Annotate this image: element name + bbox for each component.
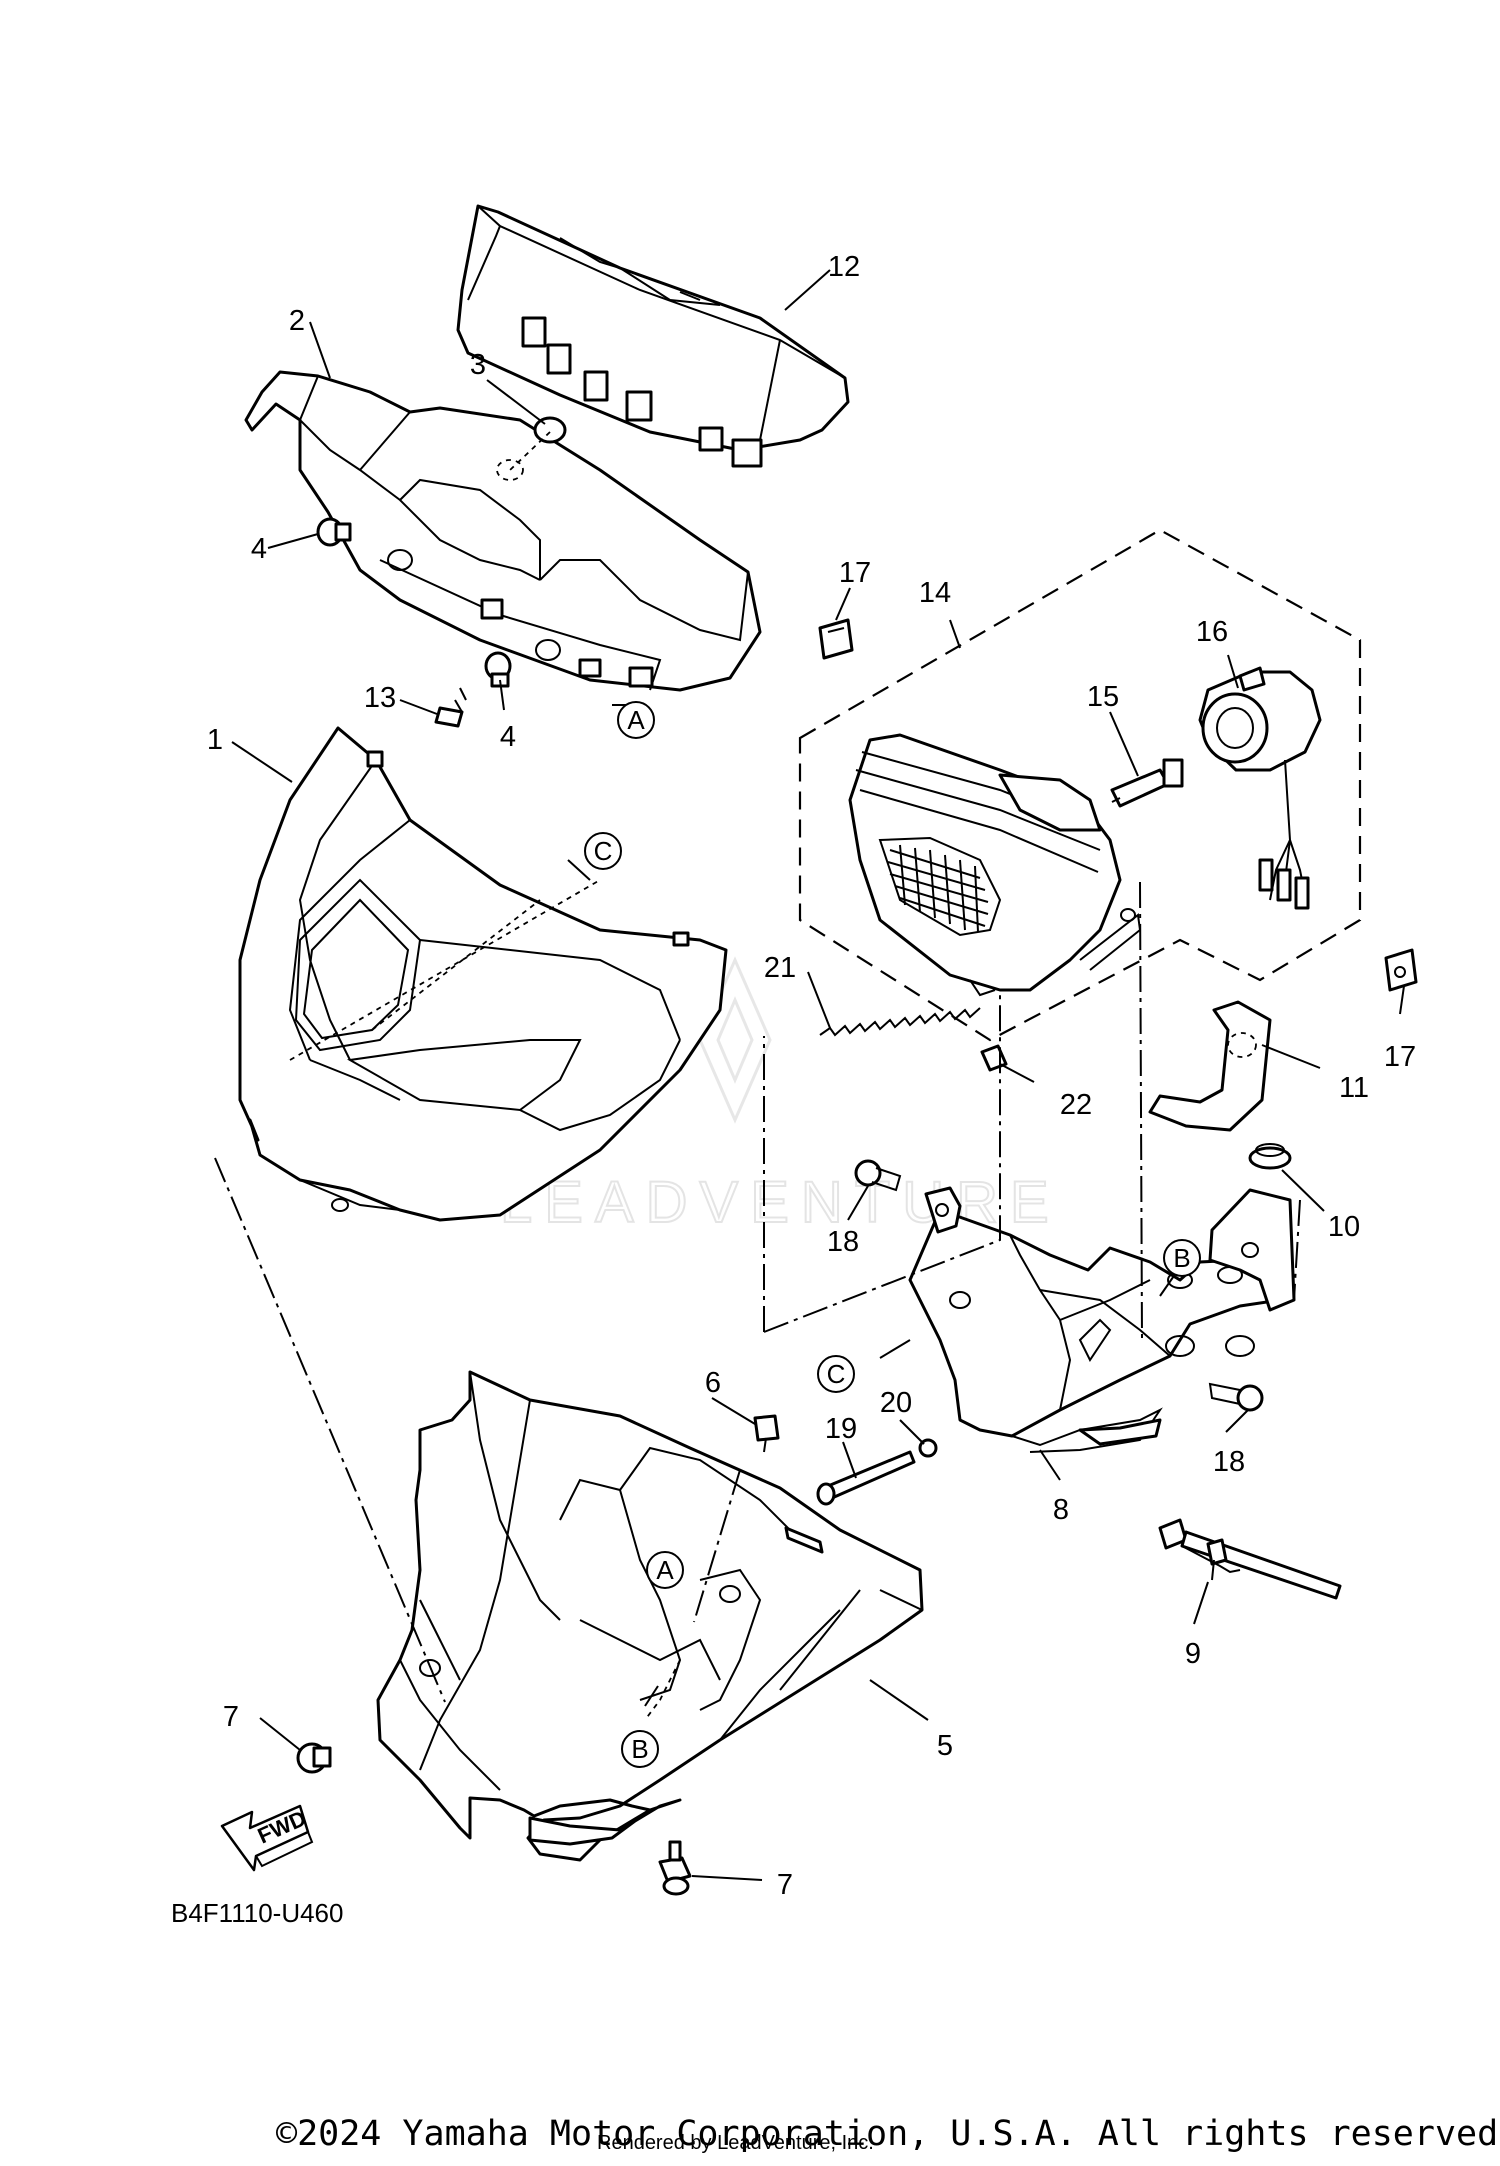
callout-3: 3	[470, 349, 486, 381]
diagram-code: B4F1110-U460	[171, 1898, 344, 1928]
meter-assembly	[456, 204, 850, 468]
callout-10: 10	[1328, 1211, 1360, 1243]
callout-4-lower: 4	[500, 721, 516, 753]
callout-12: 12	[828, 251, 860, 283]
callout-18-lower: 18	[1213, 1446, 1245, 1478]
bolt-part19	[816, 1450, 916, 1506]
callout-17-upper: 17	[839, 557, 871, 589]
callout-20: 20	[880, 1387, 912, 1419]
callout-21: 21	[764, 952, 796, 984]
clip-part17-lower	[1384, 948, 1418, 992]
ref-b-bracket: B	[1173, 1243, 1190, 1273]
screw-part6	[753, 1414, 780, 1453]
ref-c-bracket: C	[827, 1359, 846, 1389]
callout-5: 5	[937, 1730, 953, 1762]
clip-part7-bottom	[658, 1840, 692, 1896]
callout-7-left: 7	[223, 1701, 239, 1733]
rivet-part4-lower	[484, 651, 512, 688]
bolt-part18-lower	[1208, 1382, 1264, 1412]
ref-b-cover: B	[631, 1734, 648, 1764]
bolt-part18-upper	[854, 1159, 902, 1192]
socket-part16	[1198, 666, 1322, 910]
callout-11: 11	[1339, 1072, 1369, 1104]
callout-14: 14	[919, 577, 951, 609]
rendered-by: Rendered by LeadVenture, Inc.	[597, 2132, 874, 2154]
callout-18-upper: 18	[827, 1226, 859, 1258]
cable-tie-part9	[1158, 1518, 1342, 1600]
spring-part21	[819, 1007, 981, 1037]
bulb-part15	[1110, 758, 1184, 808]
callout-8: 8	[1053, 1494, 1069, 1526]
ref-c-cowl: C	[594, 836, 613, 866]
ref-a-meter: A	[627, 705, 645, 735]
callout-9: 9	[1185, 1638, 1201, 1670]
callout-labels: 12 2 3 4 4 13 1 17 14 16 15 21 22 11 17 …	[207, 251, 1416, 1901]
connection-lines	[214, 881, 1301, 1703]
callout-16: 16	[1196, 616, 1228, 648]
clip-part17-upper	[818, 618, 854, 660]
screw-part13	[434, 687, 467, 728]
grommet-part10	[1248, 1143, 1292, 1170]
front-cowl	[238, 726, 728, 1222]
callout-2: 2	[289, 305, 305, 337]
fwd-arrow: FWD	[220, 1804, 314, 1872]
grommet-part3	[496, 416, 567, 481]
under-cover	[376, 1370, 924, 1862]
callout-1: 1	[207, 724, 223, 756]
clip-part7-left	[296, 1742, 332, 1774]
callout-7-bottom: 7	[777, 1869, 793, 1901]
callout-6: 6	[705, 1367, 721, 1399]
headlight-unit	[848, 733, 1142, 997]
meter-cover	[244, 370, 762, 692]
callout-17-lower: 17	[1384, 1041, 1416, 1073]
headlight-bracket	[908, 1186, 1296, 1453]
callout-22: 22	[1060, 1089, 1092, 1121]
bracket-part11	[1148, 1000, 1272, 1132]
ref-a-cover: A	[656, 1555, 674, 1585]
callout-15: 15	[1087, 681, 1119, 713]
copyright-notice: ©2024 Yamaha Motor Corporation, U.S.A. A…	[276, 2114, 1500, 2154]
headlight-group-boundary	[798, 528, 1362, 1042]
reference-markers: A C B C A B	[584, 701, 1201, 1768]
callout-19: 19	[825, 1413, 857, 1445]
callout-13: 13	[364, 682, 396, 714]
callout-4-upper: 4	[251, 533, 267, 565]
rivet-part4-upper	[316, 517, 352, 547]
